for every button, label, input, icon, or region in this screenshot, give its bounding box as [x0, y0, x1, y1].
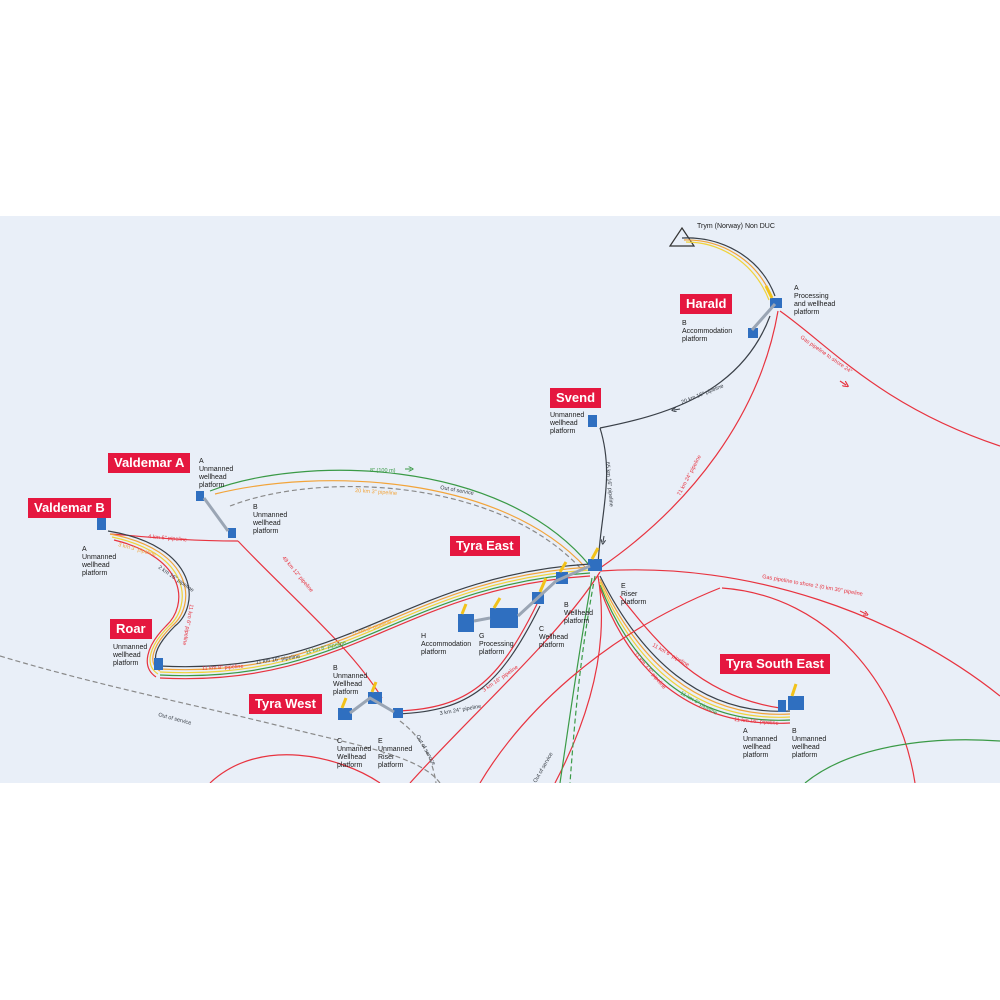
field-tyra-south-east: Tyra South East: [720, 654, 831, 674]
pipeline-map: Gas pipeline to shore 24" 20 km 16" pipe…: [0, 216, 1000, 783]
label-tse-b: B Unmanned wellhead platform: [792, 728, 827, 759]
field-valdemar-b: Valdemar B: [28, 498, 111, 518]
label-out-of-service-top: Out of service: [440, 485, 474, 497]
pipe-harald-svend: [599, 315, 771, 429]
svend-platform: [588, 415, 597, 427]
label-tyra-east-e: E Riser platform: [621, 583, 647, 606]
label-roar-1: 11 km 8" pipeline: [202, 664, 244, 672]
field-tyra-west: Tyra West: [249, 694, 322, 714]
roar-platform: [154, 658, 163, 670]
label-harald-shore: Gas pipeline to shore 24": [799, 335, 853, 375]
tyra-east-platforms: [458, 547, 602, 632]
trym-triangle-icon: [668, 226, 696, 247]
label-valdemar-green: 8" (100 m): [370, 468, 396, 474]
label-tyra-shore: Gas pipeline to shore 2 (0 km 30" pipeli…: [762, 574, 863, 598]
tyra-west-platforms: [338, 681, 403, 720]
field-roar: Roar: [110, 619, 152, 639]
label-valdemar-orange: 20 km 3" pipeline: [355, 488, 397, 497]
label-harald-red: 71 km 24" pipeline: [676, 454, 702, 497]
label-tyra-west-c: C Unmanned Wellhead platform: [337, 738, 372, 769]
harald-platforms: [748, 285, 782, 338]
field-harald: Harald: [680, 294, 733, 314]
pipe-valdemar-green: [209, 469, 591, 567]
valdemar-b-platform: [97, 518, 106, 530]
field-tyra-east: Tyra East: [450, 536, 520, 556]
label-tyra-west-e: E Unmanned Riser platform: [378, 738, 413, 769]
label-valdemar-a-a: A Unmanned wellhead platform: [199, 458, 234, 489]
field-svend: Svend: [550, 388, 602, 408]
field-valdemar-a: Valdemar A: [108, 453, 191, 473]
label-valdemar-b-a: A Unmanned wellhead platform: [82, 546, 117, 577]
pipeline-network-svg: Gas pipeline to shore 24" 20 km 16" pipe…: [0, 226, 1000, 783]
pipe-harald-tyra-red: [599, 310, 779, 569]
label-out-of-service-bottom2: Out of service: [533, 752, 555, 783]
label-tyra-east-b: B Wellhead platform: [564, 602, 594, 625]
label-svend-tyra: 65 km 16" pipeline: [604, 462, 614, 507]
pipe-valdemar-tyra-west: [237, 540, 383, 699]
pipe-harald-shore: [779, 310, 1000, 447]
valdemar-a-platforms: [196, 491, 236, 538]
label-harald-a: A Processing and wellhead platform: [794, 285, 836, 316]
pipe-valdemar-orange: [214, 480, 587, 569]
label-tyra-west-b: B Unmanned Wellhead platform: [333, 665, 368, 696]
label-harald-tyra-east: 20 km 16" pipeline: [681, 383, 725, 405]
label-out-of-service-bottom: Out of service: [414, 734, 436, 766]
pipe-svend-tyra: [597, 427, 608, 567]
label-tse-4: 11 km 16" pipeline: [734, 717, 779, 727]
label-tyra-east-h: H Accommodation platform: [421, 633, 472, 656]
pipe-valdemar-dashed: [229, 486, 584, 572]
label-harald-b: B Accommodation platform: [682, 320, 733, 343]
label-roar: Unmanned wellhead platform: [113, 644, 148, 667]
label-out-of-service-left: Out of service: [157, 712, 191, 727]
pipe-tyra-shore: [599, 569, 1000, 697]
label-tse-1: 11 km 6" pipeline: [651, 643, 690, 669]
pipe-harald-shore-arrow: [839, 380, 846, 385]
label-tse-a: A Unmanned wellhead platform: [743, 728, 778, 759]
label-svend: Unmanned wellhead platform: [550, 412, 585, 435]
label-tse-2: 11 km 3.5" pipeline: [632, 651, 666, 690]
label-trym: Trym (Norway) Non DUC: [697, 223, 775, 230]
pipe-valdemar-b-a: [109, 533, 239, 542]
label-roar-4: 11 km 3" pipeline: [351, 619, 392, 638]
label-valdemar-a-b: B Unmanned wellhead platform: [253, 504, 288, 535]
label-tyra-east-g: G Processing platform: [479, 633, 514, 656]
label-vb-roar-2: 2 km 16" pipeline: [157, 565, 195, 594]
label-valdemar-ab: 4 km 6" pipeline: [148, 534, 187, 543]
tyra-south-east-platforms: [778, 683, 804, 712]
pipe-trym-harald-yellow: [685, 241, 770, 301]
pipe-trym-harald-dark: [681, 237, 776, 297]
label-tyra-east-c: C Wellhead platform: [539, 626, 569, 649]
